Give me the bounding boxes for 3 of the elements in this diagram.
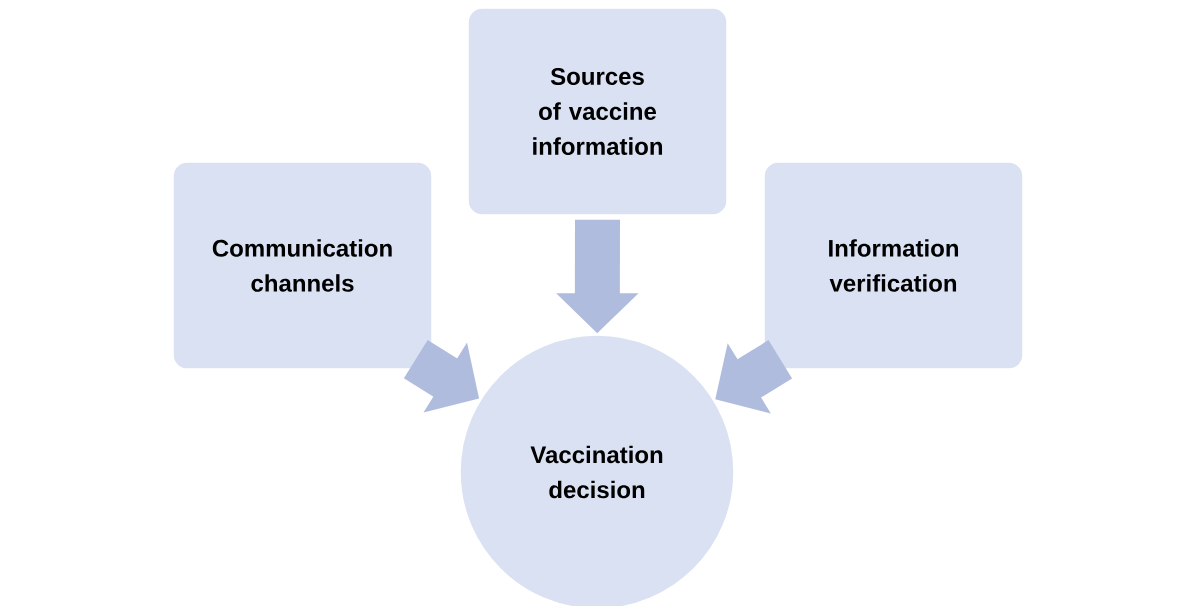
factor-box: Sources of vaccine information bbox=[467, 7, 728, 216]
factor-box: Information verification bbox=[763, 161, 1024, 370]
factor-box: Communication channels bbox=[172, 161, 433, 370]
